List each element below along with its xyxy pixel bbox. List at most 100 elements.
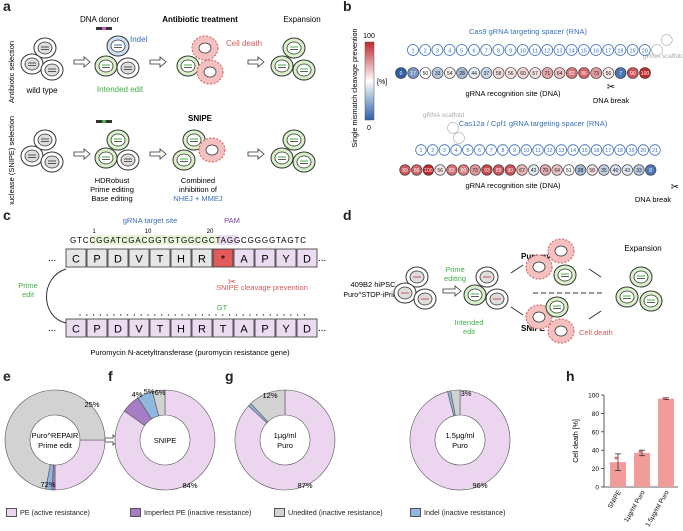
cas12-position-label: 19 <box>629 148 635 154</box>
donut-percent-label: 87% <box>297 481 312 490</box>
legend-label-imperfect: Imperfect PE (inactive resistance) <box>144 508 252 517</box>
cas12-position-label: 21 <box>652 148 658 154</box>
cas9-position-label: 14 <box>569 48 575 54</box>
cas9-spacer-position <box>443 44 456 56</box>
cas9-mismatch-cell <box>639 67 651 79</box>
edited-cells-2 <box>94 129 140 171</box>
cas12-spacer-position <box>473 144 486 156</box>
cas12-mismatch-value: 73 <box>472 168 478 174</box>
dot <box>290 314 292 316</box>
cas9-mismatch-cell <box>407 67 419 79</box>
y-tick-label: 80 <box>592 411 600 418</box>
aa-letter: T <box>157 324 164 336</box>
reporter-label: Puro^STOP-iPrime <box>343 292 402 299</box>
donut-slice <box>409 389 511 491</box>
cas12-position-label: 1 <box>420 148 423 154</box>
aa-cell <box>296 318 318 338</box>
cas12-mismatch-cell <box>504 164 516 176</box>
panel-b-mismatch-figure: Single mismatch cleavage prevention 100 … <box>350 27 683 204</box>
cas12-mismatch-value: 35 <box>601 168 607 174</box>
panel-label-g: g <box>225 368 234 384</box>
aa-letter: A <box>240 254 248 266</box>
cas12-dna-break-label: DNA break <box>635 195 672 204</box>
dot <box>303 314 306 316</box>
grna-target-label: gRNA target site <box>123 216 178 225</box>
snipe-label-a: SNIPE <box>188 114 213 123</box>
scaffold-circle <box>660 34 673 46</box>
cas9-recognition-label: gRNA recognition site (DNA) <box>465 89 561 98</box>
dot <box>208 314 210 316</box>
donut-percent-label: 12% <box>262 391 277 400</box>
legend-label-pe: PE (active resistance) <box>20 508 90 517</box>
aa-letter: T <box>220 324 227 336</box>
cas9-spacer-position <box>468 44 480 56</box>
cas9-position-label: 17 <box>605 48 611 54</box>
aa-letter: H <box>177 254 185 266</box>
donut-percent-label: 3% <box>461 389 472 398</box>
cas9-mismatch-value: 44 <box>471 71 477 77</box>
dot <box>262 314 265 316</box>
cas9-grna-scaffold: gRNA scaffold <box>643 53 683 60</box>
cas12-position-label: 6 <box>478 148 481 154</box>
cas9-dna-break-label: DNA break <box>593 96 630 105</box>
legend-swatch-imperfect <box>130 508 141 517</box>
cas9-spacer-position <box>638 44 651 56</box>
treated-cells <box>176 35 224 85</box>
cas9-mismatch-cell <box>456 67 468 79</box>
cas9-mismatch-value: 82 <box>569 71 575 77</box>
donut-percent-label: 25% <box>84 400 99 409</box>
hdr-line-3: Base editing <box>91 194 132 203</box>
expansion-label-d: Expansion <box>624 244 661 253</box>
dot <box>194 314 197 316</box>
cas9-mismatch-value: 28 <box>459 71 465 77</box>
panel-a-schematic: Antibiotic selection Antinuclease (SNIPE… <box>7 15 321 205</box>
cas12-position-label: 9 <box>513 148 516 154</box>
cas9-position-label: 11 <box>532 48 538 54</box>
row1-side-label: Antibiotic selection <box>7 41 16 103</box>
aa-cell <box>149 248 171 268</box>
arrow-icon <box>510 264 524 274</box>
cas9-position-label: 15 <box>581 48 587 54</box>
cas12-mismatch-cell <box>457 164 470 176</box>
cas9-mismatch-value: 37 <box>484 71 490 77</box>
aa-cell <box>191 318 213 338</box>
cas12-mismatch-value: 67 <box>519 168 525 174</box>
y-tick-label: 0 <box>595 485 599 492</box>
cas9-mismatch-cell <box>517 67 529 79</box>
cas9-mismatch-value: 71 <box>545 71 551 77</box>
dot <box>269 314 272 316</box>
cas12-position-label: 5 <box>466 148 469 154</box>
dot <box>222 314 224 316</box>
dot <box>92 314 95 316</box>
pam-highlight <box>218 235 238 245</box>
cas12-mismatch-value: 89 <box>496 168 502 174</box>
cas12-position-label: 10 <box>523 148 529 154</box>
aa-letter: D <box>114 254 122 266</box>
aa-letter: D <box>114 324 122 336</box>
wild-type-cells <box>20 37 64 81</box>
x-tick-label: 1µg/ml Puro <box>623 489 647 523</box>
aa-cell <box>128 318 150 338</box>
prime-editing-label-2: editing <box>444 274 466 283</box>
cas9-mismatch-value: 56 <box>508 71 514 77</box>
cas12-mismatch-cell <box>446 164 458 176</box>
cas9-mismatch-cell <box>602 67 615 79</box>
tick-20: 20 <box>207 229 214 235</box>
legend-imperfect: Imperfect PE (inactive resistance) <box>130 508 251 517</box>
aa-letter: P <box>261 254 268 266</box>
aa-cell <box>191 248 213 268</box>
intended-edit-label-d2: edit <box>463 327 476 336</box>
cas9-mismatch-cell <box>614 67 627 79</box>
dot <box>133 314 136 316</box>
cas12-spacer-position <box>567 144 579 156</box>
cas12-grna-scaffold: gRNA scaffold <box>423 112 464 119</box>
cas12-mismatch-value: 28 <box>578 168 584 174</box>
dot <box>106 314 108 316</box>
cell-death-label-a: Cell death <box>226 39 262 48</box>
panel-label-b: b <box>343 0 352 14</box>
starting-cells <box>393 266 437 310</box>
aa-cell <box>233 248 255 268</box>
donut-percent-label: 96% <box>472 481 487 490</box>
aa-letter: Y <box>282 254 290 266</box>
